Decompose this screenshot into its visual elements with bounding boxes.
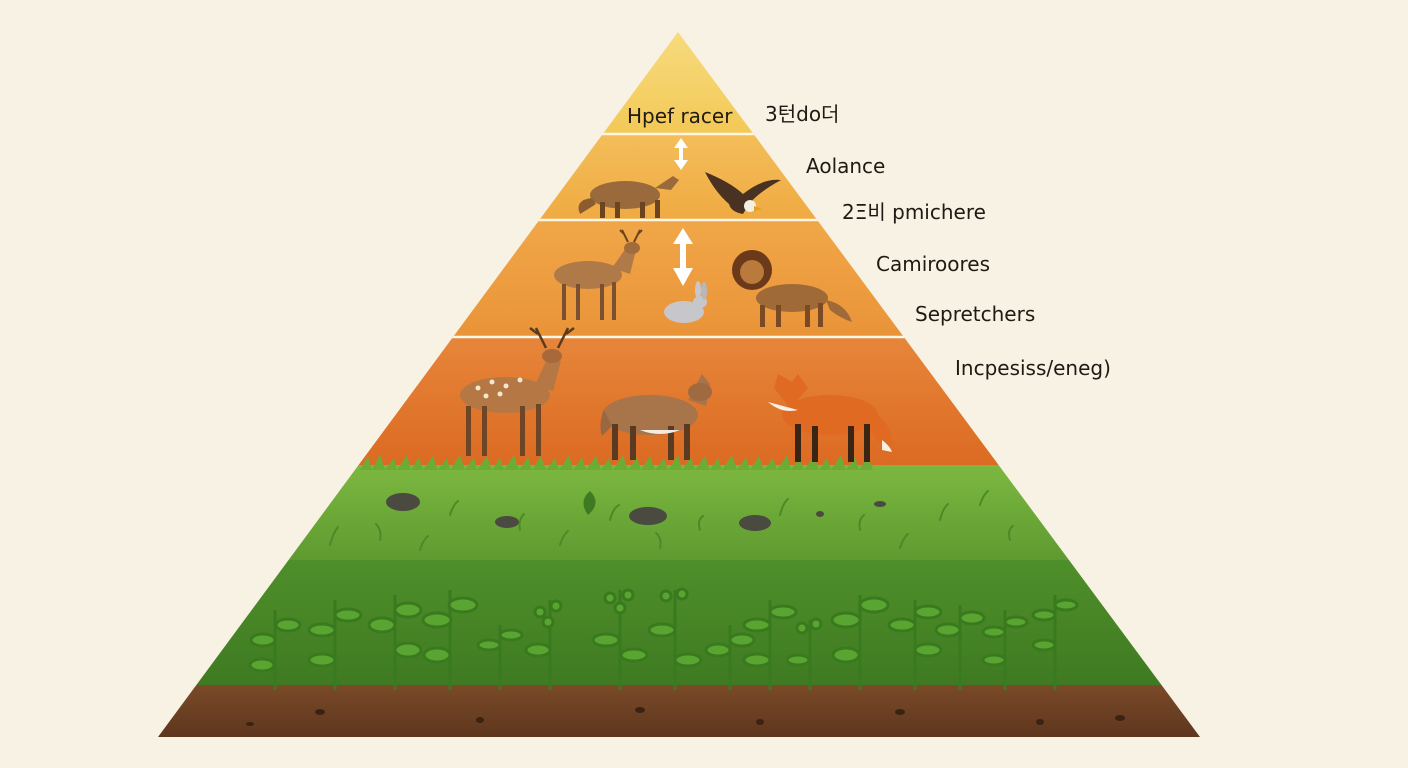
rock-icon [629, 507, 667, 525]
plant-icon [591, 588, 649, 690]
tier-third [158, 220, 1200, 337]
tier-plants [158, 560, 1200, 685]
plant-icon [421, 590, 479, 690]
coyote-icon [600, 374, 712, 460]
plant-icon [307, 600, 363, 690]
grass-blades [329, 490, 1014, 551]
side-label-5: Sepretchers [915, 302, 1036, 326]
rock-icon [386, 493, 420, 511]
plant-icon [704, 625, 756, 690]
soil-pebbles [246, 707, 1125, 726]
rock-icon [495, 516, 519, 528]
grass-edge [360, 454, 873, 470]
plant-icon [934, 605, 986, 690]
rock-icon [816, 511, 824, 517]
updown-arrow-icon [673, 228, 693, 286]
plant-icon [981, 610, 1029, 690]
spotted-deer-icon [460, 327, 575, 456]
rock-icon [739, 515, 771, 531]
side-label-3: 2Ξ비 pmichere [842, 200, 986, 224]
side-label-2: Aolance [806, 154, 886, 178]
plant-icon [524, 599, 563, 690]
plant-icon [647, 587, 703, 690]
apex-label: Hpef racer [627, 104, 733, 128]
plant-icon [1031, 595, 1079, 690]
plant-icon [248, 610, 302, 690]
tier-second [158, 133, 1200, 220]
updown-arrow-icon [674, 138, 688, 170]
lion-icon [732, 250, 852, 327]
side-label-6: Incpesiss/eneg) [955, 356, 1111, 380]
deer-icon [554, 229, 643, 320]
plant-icon [887, 600, 943, 690]
leaf-icon [583, 491, 596, 515]
side-label-4: Camiroores [876, 252, 991, 276]
plant-icon [367, 595, 423, 690]
rock-icon [874, 501, 886, 507]
side-label-1: 3턴dо더 [765, 102, 840, 126]
plant-row [248, 587, 1079, 690]
eagle-icon [705, 172, 781, 214]
rabbit-icon [664, 281, 707, 323]
wolf-icon [578, 176, 679, 218]
tier-grass [158, 465, 1200, 560]
plant-icon [476, 625, 524, 690]
plant-icon [830, 595, 890, 690]
fox-icon [768, 374, 893, 462]
plant-icon [785, 617, 823, 690]
tier-soil [158, 685, 1200, 737]
plant-icon [742, 600, 798, 690]
